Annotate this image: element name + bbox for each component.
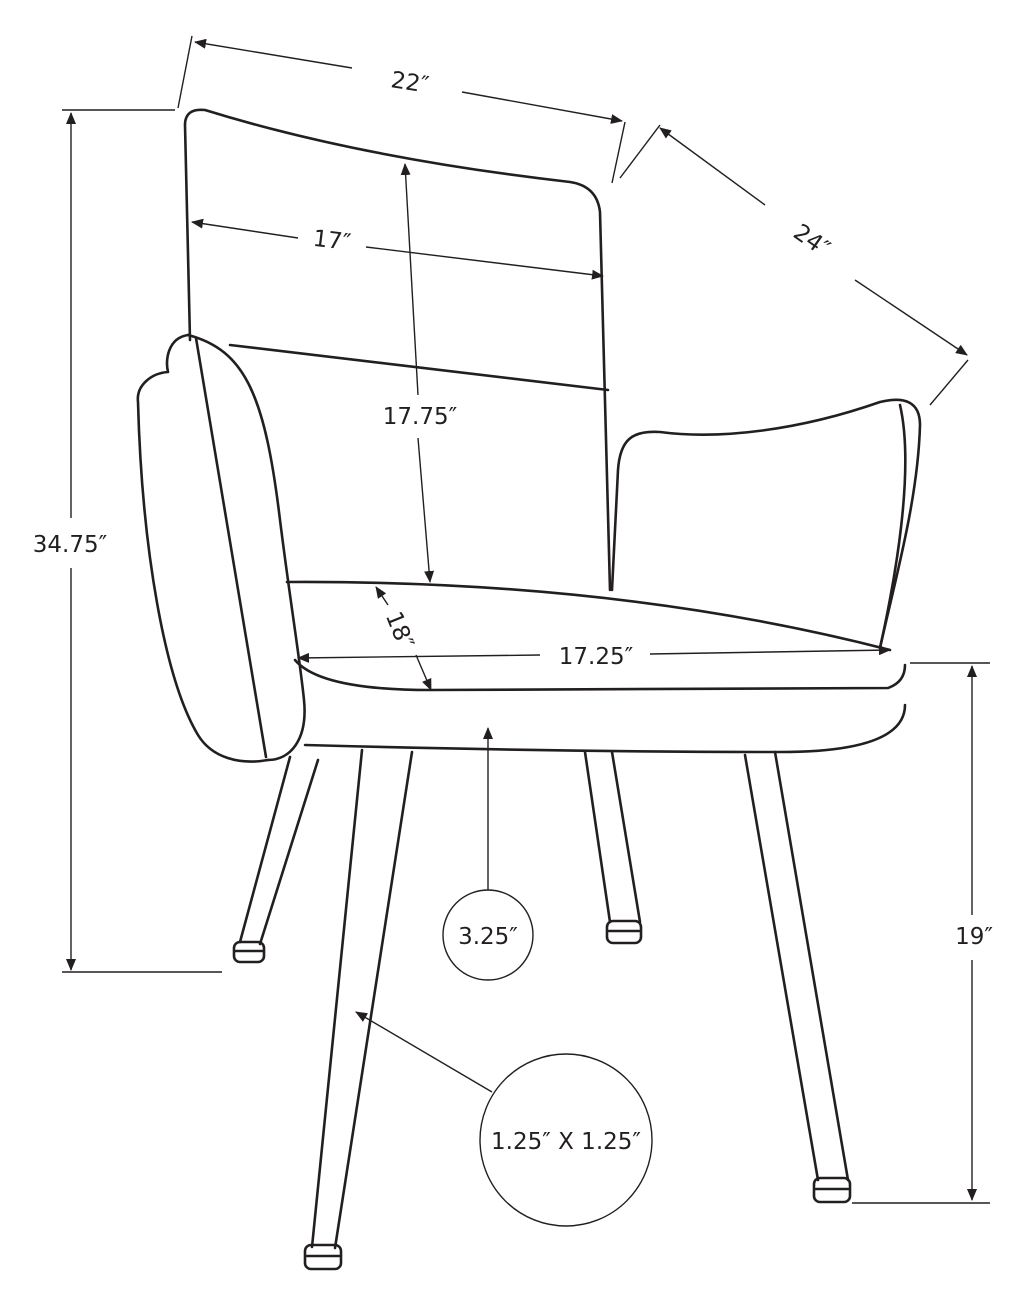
dim-back-height bbox=[400, 163, 435, 583]
leg-back-right bbox=[583, 750, 643, 945]
dim-leg-callout bbox=[355, 1011, 653, 1227]
label-back-height: 17.75″ bbox=[383, 404, 458, 430]
dim-width-top bbox=[177, 35, 626, 184]
label-base-callout: 3.25″ bbox=[458, 924, 518, 950]
right-arm bbox=[610, 398, 922, 650]
seat-top bbox=[285, 580, 892, 652]
dim-depth-top bbox=[619, 124, 969, 406]
dim-base-callout bbox=[442, 727, 534, 981]
dim-seat-width bbox=[297, 645, 891, 663]
backrest bbox=[183, 108, 612, 592]
dimension-lines bbox=[62, 35, 990, 1227]
label-seat-width: 17.25″ bbox=[559, 644, 634, 670]
chair-drawing bbox=[136, 108, 922, 1271]
dim-back-width bbox=[191, 218, 604, 280]
left-arm-seam bbox=[194, 336, 268, 759]
label-overall-height: 34.75″ bbox=[33, 532, 108, 558]
left-arm-outer bbox=[136, 333, 270, 763]
label-back-width-text: 17″ bbox=[312, 226, 353, 256]
dim-overall-height bbox=[62, 109, 222, 973]
leg-back-left bbox=[232, 755, 320, 964]
dim-seat-height bbox=[852, 662, 990, 1204]
seat-bottom bbox=[303, 703, 907, 754]
leg-front-left bbox=[303, 748, 414, 1271]
seat-front bbox=[293, 658, 907, 692]
right-arm-inner bbox=[878, 403, 907, 650]
left-arm-inner bbox=[186, 333, 306, 762]
label-seat-height: 19″ bbox=[955, 924, 993, 950]
label-width-top: 22″ bbox=[389, 67, 431, 99]
leg-front-right bbox=[743, 750, 852, 1204]
dim-seat-depth bbox=[375, 586, 432, 691]
backrest-seam bbox=[228, 343, 610, 392]
label-depth-top: 24″ bbox=[788, 219, 834, 262]
dimension-labels: 22″ 24″ 17″ 17.75″ 34.75″ 18″ 17.25″ 19″… bbox=[26, 66, 1000, 1155]
label-leg-callout: 1.25″ X 1.25″ bbox=[491, 1129, 641, 1155]
